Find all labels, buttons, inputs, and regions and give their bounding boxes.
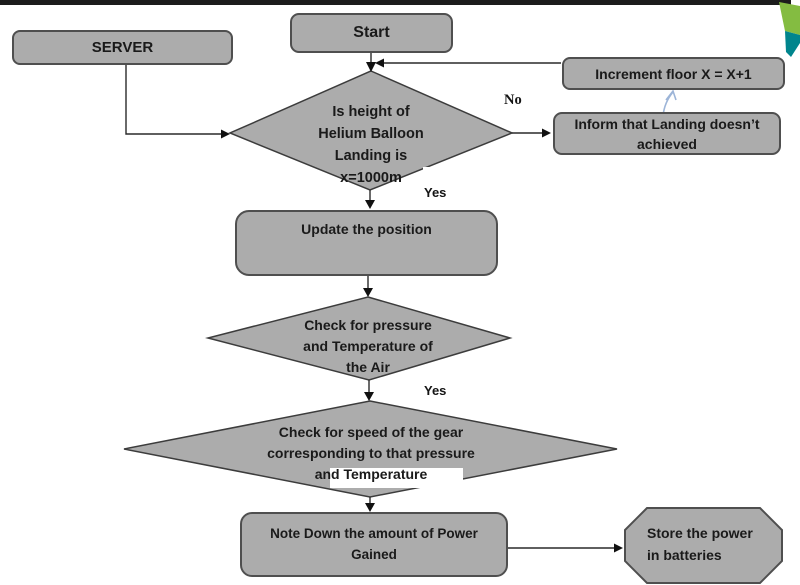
decision-height-line-2: Helium Balloon — [318, 126, 424, 142]
decision-pressure-line-1: Check for pressure — [304, 317, 432, 333]
update-position-node: Update the position — [235, 210, 498, 276]
store-power-label: Store the power in batteries — [647, 522, 772, 566]
update-position-label: Update the position — [301, 221, 432, 237]
decision-height-line-1: Is height of — [332, 104, 410, 120]
edge-label-yes-2: Yes — [424, 383, 447, 398]
decision-speed-line-3: and Temperature — [314, 466, 428, 482]
decision-speed-line-1: Check for speed of the gear — [278, 424, 464, 440]
inform-landing-label: Inform that Landing doesn’t achieved — [574, 114, 759, 154]
arrowhead-right-icon — [614, 543, 623, 553]
white-patch-yes1 — [423, 167, 501, 190]
note-line-1: Note Down the amount of Power — [270, 526, 478, 541]
arrowheads — [221, 58, 623, 553]
edge-server-to-decision — [125, 65, 222, 135]
inform-line-2: achieved — [637, 135, 697, 152]
store-power-octagon — [624, 507, 783, 584]
arrowhead-down-icon — [366, 62, 376, 72]
slide-logo-icon — [779, 2, 800, 57]
server-label: SERVER — [91, 39, 154, 56]
server-node: SERVER — [12, 30, 233, 65]
start-label: Start — [353, 24, 390, 41]
note-power-label: Note Down the amount of Power Gained — [270, 523, 478, 565]
decision-speed-line-2: corresponding to that pressure — [267, 445, 475, 461]
note-line-2: Gained — [351, 547, 397, 562]
decision-speed-label: Check for speed of the gear correspondin… — [230, 422, 512, 485]
increment-floor-label: Increment floor X = X+1 — [595, 65, 752, 82]
decision-pressure-line-2: and Temperature of — [303, 338, 433, 354]
decision-pressure-line-3: the Air — [346, 359, 390, 375]
store-line-2: in batteries — [647, 547, 722, 563]
arrowhead-right-icon — [542, 128, 551, 138]
decision-pressure-label: Check for pressure and Temperature of th… — [268, 315, 468, 378]
inform-landing-node: Inform that Landing doesn’t achieved — [553, 112, 781, 155]
note-power-node: Note Down the amount of Power Gained — [240, 512, 508, 577]
edge-label-yes-1: Yes — [424, 185, 447, 200]
start-node: Start — [290, 13, 453, 53]
arrowhead-down-icon — [365, 503, 375, 512]
arrowhead-down-icon — [364, 392, 374, 401]
inform-line-1: Inform that Landing doesn’t — [574, 115, 760, 132]
decision-height-line-3: Landing is — [334, 148, 408, 164]
top-divider-bar — [0, 0, 791, 5]
increment-floor-node: Increment floor X = X+1 — [562, 57, 785, 90]
decision-height-label: Is height of Helium Balloon Landing is x… — [271, 101, 471, 189]
arrowhead-down-icon — [365, 200, 375, 209]
arrowhead-left-icon — [375, 58, 384, 68]
decision-height-line-4: x=1000m — [340, 170, 402, 186]
store-line-1: Store the power — [647, 525, 753, 541]
connector-lines — [125, 53, 615, 549]
edge-label-no: No — [504, 92, 522, 108]
arrowhead-right-icon — [221, 129, 230, 139]
arrowhead-down-icon — [363, 288, 373, 297]
white-patch-temperature — [330, 468, 463, 488]
